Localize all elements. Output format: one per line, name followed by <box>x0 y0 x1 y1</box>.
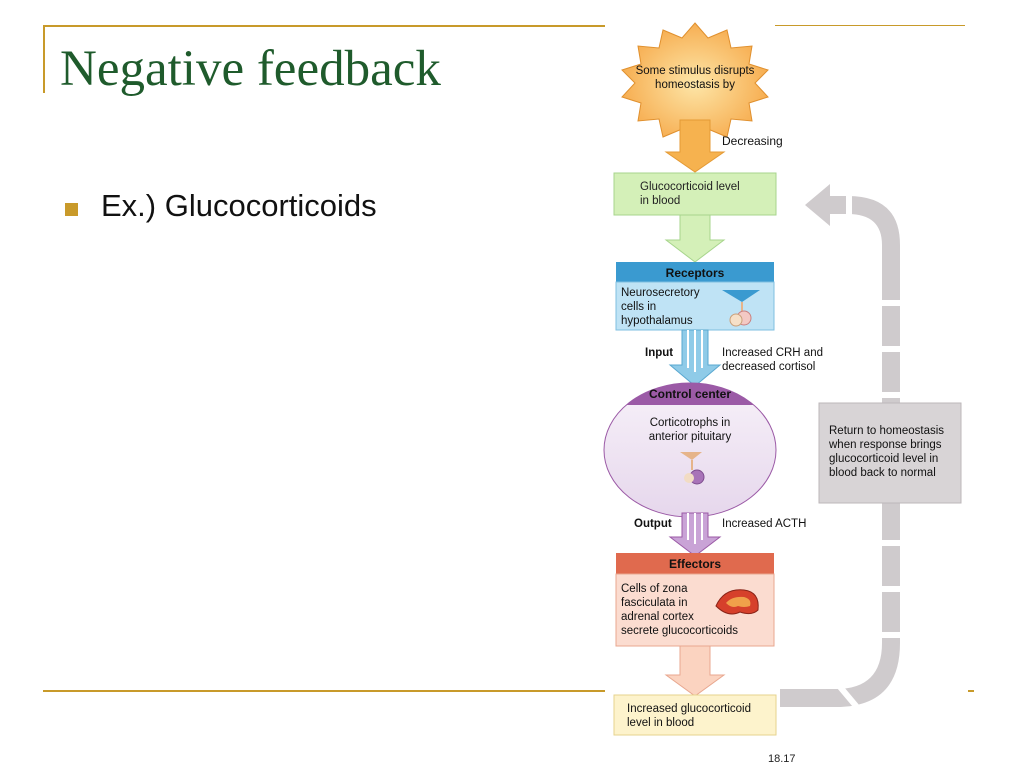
input-text-line2: decreased cortisol <box>722 361 815 373</box>
corticotroph-cell-icon <box>680 452 705 485</box>
receptors-line1: Neurosecretory <box>621 287 700 299</box>
effectors-header: Effectors <box>669 557 721 571</box>
increased-glucocorticoid-box <box>613 694 777 736</box>
control-center-header: Control center <box>649 387 731 401</box>
figure-number: 18.17 <box>768 753 796 765</box>
glucocorticoid-level-line2: in blood <box>640 195 680 207</box>
return-line2: when response brings <box>828 439 942 451</box>
bullet-text: Ex.) Glucocorticoids <box>101 188 377 223</box>
glucocorticoid-level-box <box>613 172 777 216</box>
bullet-marker <box>65 203 78 216</box>
receptors-header: Receptors <box>666 266 725 280</box>
glucocorticoid-level-line1: Glucocorticoid level <box>640 181 740 193</box>
effectors-arrow <box>664 645 726 697</box>
footer-rule <box>43 690 605 692</box>
receptors-line3: hypothalamus <box>621 315 693 327</box>
increased-glucocorticoid-line2: level in blood <box>627 717 694 729</box>
green-arrow <box>664 214 726 263</box>
control-center-line1: Corticotrophs in <box>650 417 731 429</box>
decreasing-label: Decreasing <box>722 134 783 148</box>
control-center-line2: anterior pituitary <box>649 431 732 443</box>
neurosecretory-cell-icon <box>722 290 760 327</box>
return-line3: glucocorticoid level in <box>829 453 938 465</box>
slide-title: Negative feedback <box>60 41 441 97</box>
input-label: Input <box>645 347 673 359</box>
output-text: Increased ACTH <box>722 518 806 530</box>
stimulus-text-line1: Some stimulus disrupts <box>636 65 755 77</box>
stimulus-text-line2: homeostasis by <box>655 79 735 91</box>
loop-arrow <box>780 184 906 718</box>
title-accent-rule <box>43 25 605 27</box>
increased-glucocorticoid-line1: Increased glucocorticoid <box>627 703 751 715</box>
input-arrow <box>668 329 722 387</box>
footer-rule-tick <box>968 690 974 692</box>
stimulus-arrow <box>664 119 726 173</box>
title-accent-rule-right <box>775 25 965 26</box>
output-label: Output <box>634 518 672 530</box>
return-line1: Return to homeostasis <box>829 425 944 437</box>
output-arrow <box>668 512 722 557</box>
adrenal-gland-icon <box>715 589 759 615</box>
return-homeostasis-box <box>818 402 962 504</box>
input-text-line1: Increased CRH and <box>722 347 823 359</box>
return-line4: blood back to normal <box>829 467 936 479</box>
effectors-line1: Cells of zona <box>621 583 688 595</box>
effectors-line4: secrete glucocorticoids <box>621 625 738 637</box>
effectors-line3: adrenal cortex <box>621 611 694 623</box>
effectors-line2: fasciculata in <box>621 597 687 609</box>
receptors-line2: cells in <box>621 301 656 313</box>
effectors-header-bar <box>616 553 774 574</box>
receptors-header-bar <box>616 262 774 282</box>
title-accent-rule-vertical <box>43 25 45 93</box>
